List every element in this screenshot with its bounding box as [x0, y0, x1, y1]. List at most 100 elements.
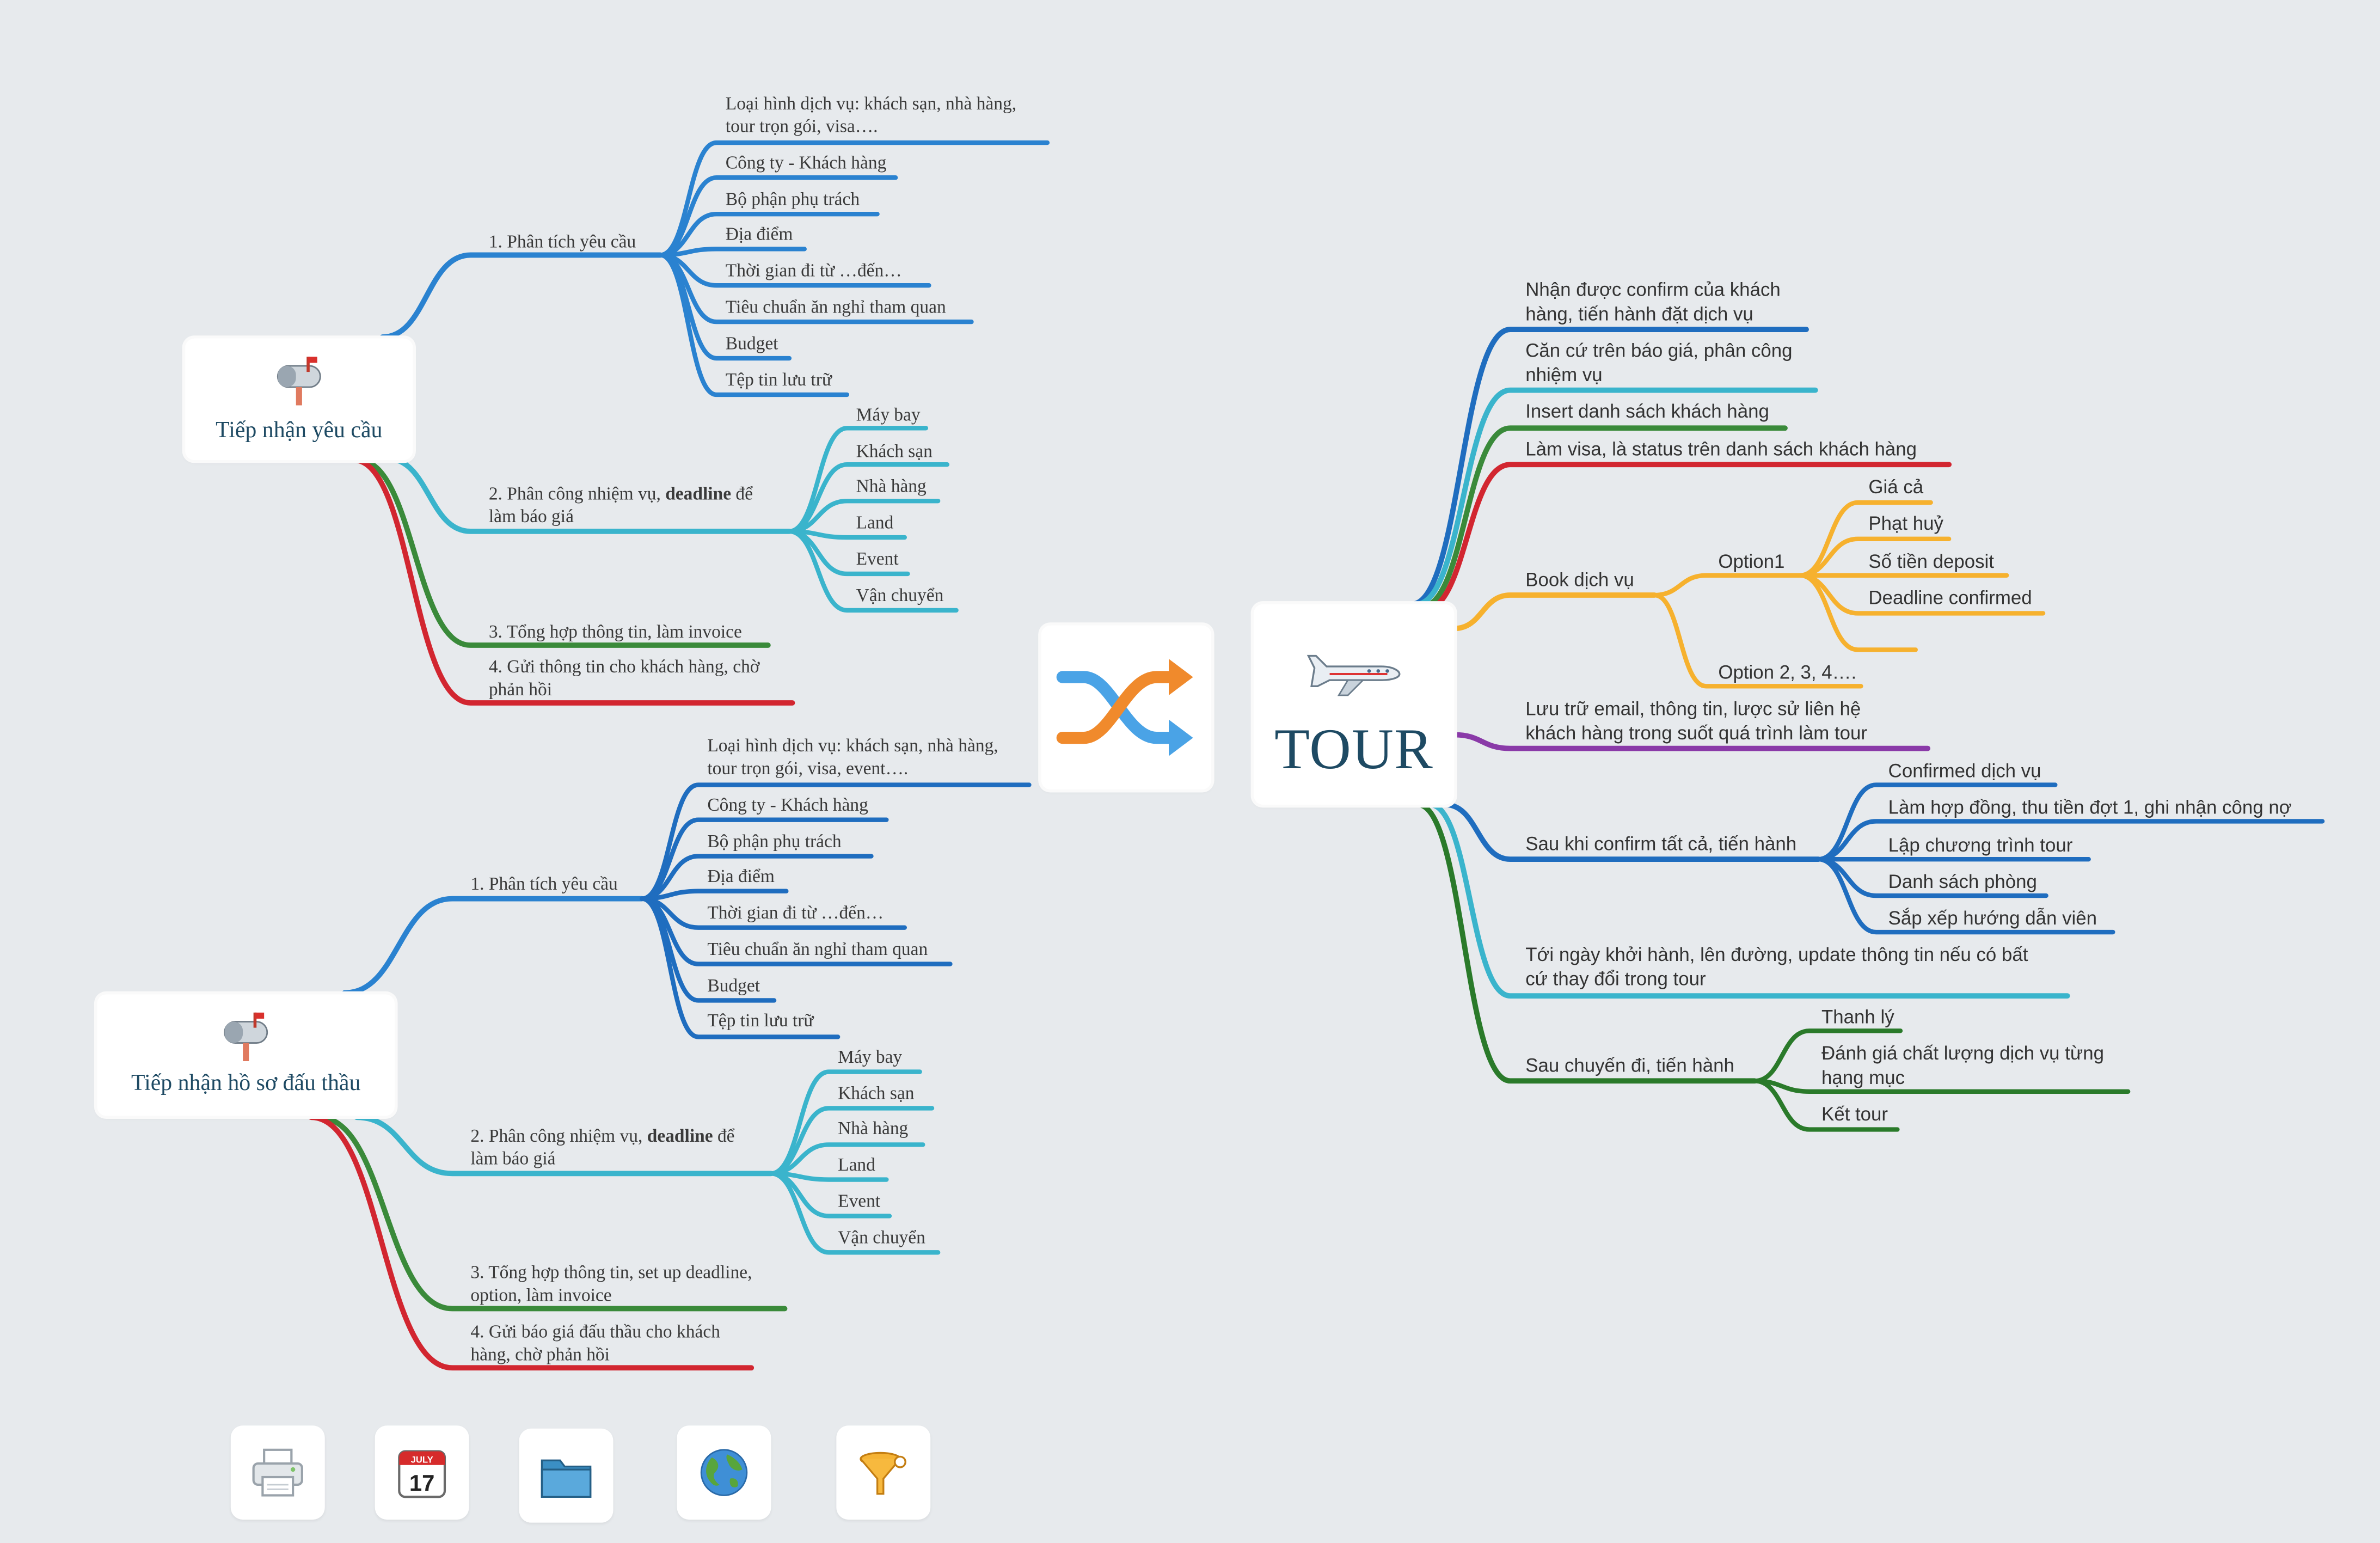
branch-label[interactable]: 3. Tổng hợp thông tin, set up deadline,: [470, 1262, 752, 1283]
subtopic-label[interactable]: Tệp tin lưu trữ: [725, 369, 832, 390]
airplane-icon: [1306, 654, 1401, 696]
branch-label[interactable]: Sau chuyến đi, tiến hành: [1525, 1055, 1734, 1076]
branch-label-line2[interactable]: nhiệm vụ: [1525, 364, 1603, 386]
topic-card-receive-request[interactable]: Tiếp nhận yêu cầu: [185, 338, 413, 460]
subtopic-label[interactable]: Event: [838, 1190, 881, 1212]
connector-line: [1816, 856, 2115, 935]
connector-line: [1752, 1028, 1903, 1083]
connector-line: [384, 456, 792, 534]
branch-label-line2[interactable]: làm báo giá: [488, 505, 574, 527]
branch-label-line2[interactable]: cứ thay đổi trong tour: [1525, 968, 1706, 990]
subtopic-label[interactable]: Land: [856, 511, 894, 533]
subtopic-label[interactable]: Danh sách phòng: [1888, 871, 2037, 893]
subtopic-label[interactable]: Loại hình dịch vụ: khách sạn, nhà hàng,: [707, 734, 998, 756]
connector-line: [1409, 327, 1809, 607]
connector-line: [1652, 573, 1803, 598]
connector-line: [658, 253, 850, 397]
subtopic-label[interactable]: Máy bay: [856, 403, 921, 425]
subtopic-label[interactable]: Số tiền deposit: [1868, 551, 1994, 573]
subtopic-label[interactable]: Công ty - Khách hàng: [707, 794, 868, 816]
branch-label[interactable]: Căn cứ trên báo giá, phân công: [1525, 340, 1793, 362]
topic-title: Tiếp nhận hồ sơ đấu thầu: [131, 1071, 361, 1097]
subtopic-label[interactable]: Confirmed dịch vụ: [1888, 760, 2041, 782]
subtopic-label[interactable]: Budget: [725, 332, 778, 354]
branch-label[interactable]: 4. Gửi thông tin cho khách hàng, chờ: [488, 656, 760, 677]
globe-icon: [700, 1449, 748, 1496]
connector-line: [1427, 801, 2070, 999]
subtopic-label[interactable]: Lập chương trình tour: [1888, 835, 2073, 856]
branch-label[interactable]: Tới ngày khởi hành, lên đường, update th…: [1525, 944, 2028, 966]
branch-label-line2[interactable]: khách hàng trong suốt quá trình làm tour: [1525, 722, 1868, 744]
subtopic-label[interactable]: Nhà hàng: [856, 475, 927, 497]
mailbox-icon: [277, 357, 321, 406]
subtopic-label[interactable]: Bộ phận phụ trách: [707, 830, 842, 852]
branch-label[interactable]: 2. Phân công nhiệm vụ, deadline để: [470, 1125, 735, 1147]
shuffle-icon: [1056, 659, 1193, 756]
subtopic-label[interactable]: Vận chuyển: [838, 1226, 925, 1248]
branch-label[interactable]: Lưu trữ email, thông tin, lược sử liên h…: [1525, 698, 1861, 720]
central-topic-card[interactable]: TOUR: [1254, 604, 1455, 805]
subtopic-label[interactable]: Thời gian đi từ …đến…: [725, 259, 902, 281]
subtopic-label[interactable]: Máy bay: [838, 1046, 903, 1068]
subtopic-label[interactable]: Khách sạn: [838, 1082, 915, 1104]
connector-line: [1442, 801, 1821, 862]
connector-line: [316, 1115, 788, 1312]
subtopic-label[interactable]: Event: [856, 548, 899, 570]
subtopic-label[interactable]: Loại hình dịch vụ: khách sạn, nhà hàng,: [725, 93, 1017, 114]
branch-label-line2[interactable]: phản hồi: [488, 678, 553, 700]
subtopic-label[interactable]: Nhà hàng: [838, 1117, 909, 1139]
subtopic-label[interactable]: Địa điểm: [707, 865, 775, 887]
branch-label-line2[interactable]: hàng, chờ phản hồi: [470, 1343, 610, 1365]
connector-line: [379, 252, 663, 340]
subtopic-label[interactable]: Công ty - Khách hàng: [725, 151, 887, 173]
branch-label[interactable]: Sau khi confirm tất cả, tiến hành: [1525, 833, 1797, 855]
subtopic-label[interactable]: Thời gian đi từ …đến…: [707, 902, 884, 923]
subtopic-label[interactable]: Khách sạn: [856, 440, 933, 462]
option-label[interactable]: Option1: [1718, 551, 1785, 573]
branch-label[interactable]: 1. Phân tích yêu cầu: [488, 230, 636, 252]
subtopic-label[interactable]: Giá cả: [1868, 476, 1924, 498]
branch-label[interactable]: 1. Phân tích yêu cầu: [470, 873, 618, 895]
branch-label-line2[interactable]: option, làm invoice: [470, 1284, 612, 1306]
connector-line: [351, 457, 795, 706]
subtopic-label[interactable]: Budget: [707, 975, 760, 996]
branch-label[interactable]: Book dịch vụ: [1525, 569, 1634, 591]
subtopic-label[interactable]: Phạt huỷ: [1868, 513, 1943, 535]
branch-label[interactable]: 4. Gửi báo giá đấu thầu cho khách: [470, 1320, 720, 1342]
subtopic-label[interactable]: Tiêu chuẩn ăn nghỉ tham quan: [725, 296, 946, 317]
branch-label-line2[interactable]: hàng, tiến hành đặt dịch vụ: [1525, 303, 1753, 325]
filter-button[interactable]: [836, 1425, 931, 1520]
branch-label[interactable]: Nhận được confirm của khách: [1525, 279, 1781, 301]
subtopic-label[interactable]: Land: [838, 1154, 875, 1175]
branch-label[interactable]: 2. Phân công nhiệm vụ, deadline để: [488, 482, 753, 504]
connector-line: [1413, 387, 1818, 607]
globe-button[interactable]: [677, 1425, 771, 1520]
subtopic-label[interactable]: Thanh lý: [1821, 1006, 1894, 1028]
subtopic-label[interactable]: Bộ phận phụ trách: [725, 188, 860, 210]
subtopic-label-line2[interactable]: hạng mục: [1821, 1067, 1905, 1089]
print-button[interactable]: [230, 1425, 325, 1520]
branch-label-line2[interactable]: làm báo giá: [470, 1147, 556, 1169]
branch-label[interactable]: 3. Tổng hợp thông tin, làm invoice: [488, 621, 742, 642]
subtopic-label[interactable]: Kết tour: [1821, 1104, 1888, 1125]
branch-label[interactable]: Làm visa, là status trên danh sách khách…: [1525, 438, 1917, 460]
folder-button[interactable]: [519, 1428, 614, 1523]
subtopic-label[interactable]: Làm hợp đồng, thu tiền đợt 1, ghi nhận c…: [1888, 797, 2292, 818]
subtopic-label[interactable]: Tiêu chuẩn ăn nghỉ tham quan: [707, 938, 928, 960]
subtopic-label[interactable]: Địa điểm: [725, 223, 793, 244]
subtopic-label[interactable]: Sắp xếp hướng dẫn viên: [1888, 908, 2097, 929]
subtopic-label[interactable]: tour trọn gói, visa, event….: [707, 757, 909, 779]
connector-line: [308, 1115, 755, 1371]
topic-card-receive-bid[interactable]: Tiếp nhận hồ sơ đấu thầu: [97, 994, 395, 1116]
subtopic-label[interactable]: Deadline confirmed: [1868, 587, 2032, 609]
branch-label[interactable]: Insert danh sách khách hàng: [1525, 401, 1769, 423]
subtopic-label[interactable]: Đánh giá chất lượng dịch vụ từng: [1821, 1043, 2105, 1064]
subtopic-label[interactable]: tour trọn gói, visa….: [725, 115, 878, 137]
subtopic-label[interactable]: Tệp tin lưu trữ: [707, 1009, 814, 1031]
shuffle-card[interactable]: [1041, 625, 1212, 789]
subtopic-label[interactable]: Vận chuyển: [856, 584, 944, 606]
calendar-button[interactable]: JULY 17: [375, 1425, 469, 1520]
option-label[interactable]: Option 2, 3, 4….: [1718, 662, 1857, 683]
